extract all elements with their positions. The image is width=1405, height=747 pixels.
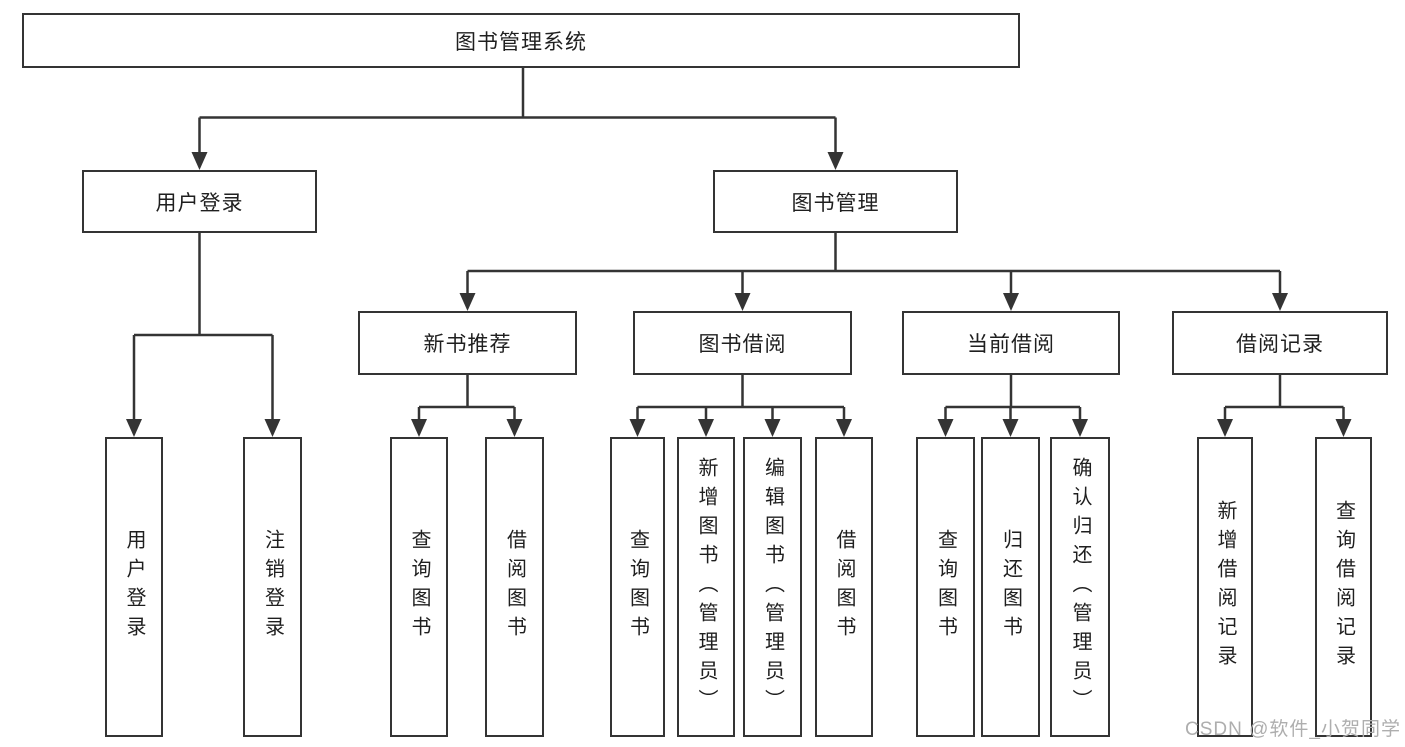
node-cb-confirm-return-admin: 确认归还（管理员） [1050,437,1110,737]
node-label: 归还图书 [999,529,1022,645]
node-user-login: 用户登录 [82,170,317,233]
node-label: 注销登录 [261,529,284,645]
node-label: 图书借阅 [698,333,787,356]
node-br-query-record: 查询借阅记录 [1315,437,1372,737]
node-nbr-borrow-books: 借阅图书 [485,437,544,737]
node-label: 借阅图书 [833,529,855,645]
node-label: 查询图书 [934,529,957,645]
node-bb-edit-books-admin: 编辑图书（管理员） [743,437,802,737]
node-bb-query-books: 查询图书 [610,437,665,737]
node-br-add-record: 新增借阅记录 [1197,437,1253,737]
node-label: 图书管理系统 [455,30,587,54]
node-label: 图书管理 [791,191,880,215]
node-label: 用户登录 [155,191,244,215]
node-book-borrowing: 图书借阅 [633,311,852,375]
node-label: 查询图书 [626,529,649,645]
arrowheads [126,152,1352,437]
node-new-book-recommend: 新书推荐 [358,311,577,375]
node-bb-add-books-admin: 新增图书（管理员） [677,437,735,737]
node-label: 确认归还（管理员） [1069,456,1091,718]
node-book-management: 图书管理 [713,170,958,233]
node-leaf-user-login: 用户登录 [105,437,163,737]
node-bb-borrow-books: 借阅图书 [815,437,873,737]
node-label: 编辑图书（管理员） [761,456,784,718]
node-label: 当前借阅 [967,333,1055,356]
node-label: 新书推荐 [423,333,512,356]
node-label: 查询借阅记录 [1332,500,1355,674]
node-label: 用户登录 [123,529,145,645]
node-nbr-query-books: 查询图书 [390,437,448,737]
node-cb-return-books: 归还图书 [981,437,1040,737]
node-label: 借阅图书 [503,529,526,645]
node-borrowing-records: 借阅记录 [1172,311,1388,375]
node-label: 新增借阅记录 [1214,500,1236,674]
node-current-borrowing: 当前借阅 [902,311,1120,375]
node-label: 新增图书（管理员） [695,456,717,718]
node-cb-query-books: 查询图书 [916,437,975,737]
node-leaf-logout: 注销登录 [243,437,302,737]
watermark: CSDN @软件_小贺同学 [1185,719,1401,740]
node-label: 借阅记录 [1236,333,1324,356]
node-label: 查询图书 [408,529,430,645]
node-system-root: 图书管理系统 [22,13,1020,68]
